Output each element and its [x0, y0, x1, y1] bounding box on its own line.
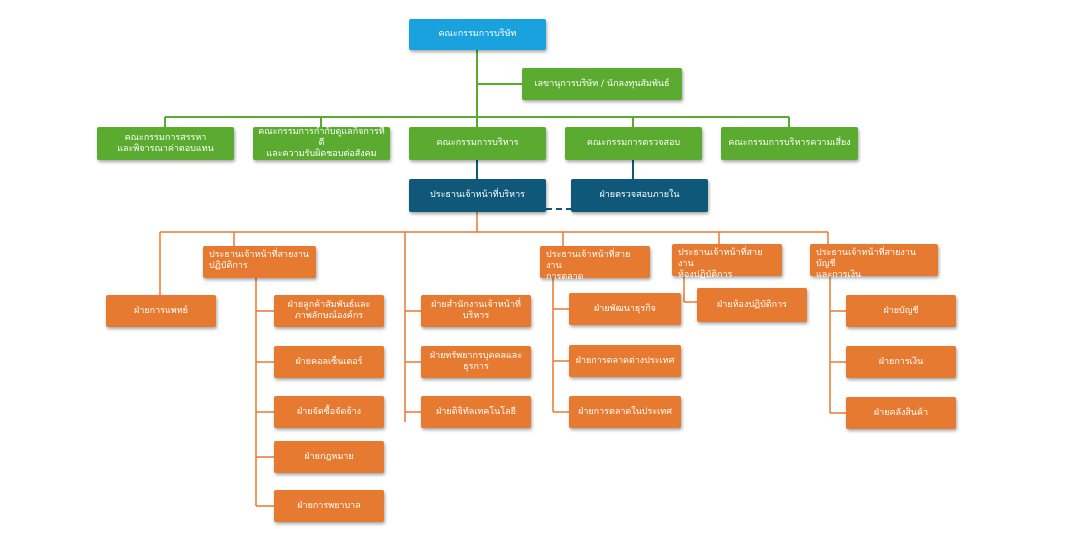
committee-label: คณะกรรมการกำกับดูแลกิจการที่ดี และความรั…	[258, 127, 385, 159]
finance-head-box: ประธานเจ้าหน้าที่สายงานบัญชี และการเงิน	[810, 244, 938, 280]
department-box: ฝ่ายการเงิน	[846, 346, 956, 378]
department-label: ฝ่ายสำนักงานเจ้าหน้าที่ บริหาร	[431, 300, 521, 321]
department-label: ฝ่ายคลังสินค้า	[873, 407, 929, 418]
board-box: คณะกรรมการบริษัท	[409, 19, 546, 50]
internal-audit-box: ฝ่ายตรวจสอบภายใน	[571, 179, 708, 212]
department-label: ฝ่ายการเงิน	[878, 356, 924, 367]
department-label: ฝ่ายลูกค้าสัมพันธ์และ ภาพลักษณ์องค์กร	[287, 300, 371, 321]
department-label: ฝ่ายห้องปฏิบัติการ	[717, 299, 787, 310]
committee-risk-box: คณะกรรมการบริหารความเสี่ยง	[721, 127, 858, 160]
medical-department-box: ฝ่ายการแพทย์	[106, 295, 216, 327]
ceo-label: ประธานเจ้าหน้าที่บริหาร	[430, 190, 525, 200]
department-label: ฝ่ายการพยาบาล	[297, 500, 361, 511]
department-box: ฝ่ายดิจิทัลเทคโนโลยี	[421, 396, 531, 428]
committee-label: คณะกรรมการบริหารความเสี่ยง	[728, 138, 851, 148]
laboratory-head-box: ประธานเจ้าหน้าที่สายงาน ห้องปฏิบัติการ	[672, 244, 782, 280]
department-box: ฝ่ายบัญชี	[846, 295, 956, 327]
division-head-label: ประธานเจ้าหน้าที่สายงานบัญชี และการเงิน	[816, 248, 916, 280]
committee-governance-box: คณะกรรมการกำกับดูแลกิจการที่ดี และความรั…	[253, 127, 390, 160]
committee-nomination-box: คณะกรรมการสรรหา และพิจารณาค่าตอบแทน	[97, 127, 234, 160]
department-label: ฝ่ายการแพทย์	[134, 305, 188, 316]
committee-audit-box: คณะกรรมการตรวจสอบ	[565, 127, 702, 160]
department-box: ฝ่ายการตลาดในประเทศ	[569, 396, 681, 428]
ceo-box: ประธานเจ้าหน้าที่บริหาร	[409, 179, 546, 212]
department-label: ฝ่ายกฎหมาย	[304, 451, 354, 462]
department-box: ฝ่ายทรัพยากรบุคคลและ ธุรการ	[421, 346, 531, 378]
secretary-box: เลขานุการบริษัท / นักลงทุนสัมพันธ์	[522, 68, 682, 100]
division-head-label: ประธานเจ้าหน้าที่สายงาน การตลาด	[546, 250, 631, 282]
committee-label: คณะกรรมการบริหาร	[436, 138, 519, 148]
marketing-head-box: ประธานเจ้าหน้าที่สายงาน การตลาด	[540, 246, 650, 282]
division-head-label: ประธานเจ้าหน้าที่สายงาน ปฏิบัติการ	[209, 250, 309, 271]
department-box: ฝ่ายลูกค้าสัมพันธ์และ ภาพลักษณ์องค์กร	[274, 295, 384, 327]
department-label: ฝ่ายดิจิทัลเทคโนโลยี	[436, 406, 516, 417]
department-label: ฝ่ายการตลาดในประเทศ	[578, 406, 672, 417]
department-box: ฝ่ายสำนักงานเจ้าหน้าที่ บริหาร	[421, 295, 531, 327]
department-box: ฝ่ายการตลาดต่างประเทศ	[569, 345, 681, 377]
department-box: ฝ่ายห้องปฏิบัติการ	[697, 288, 807, 322]
department-label: ฝ่ายคอลเซ็นเตอร์	[295, 356, 363, 367]
department-box: ฝ่ายกฎหมาย	[274, 441, 384, 473]
committee-executive-box: คณะกรรมการบริหาร	[409, 127, 546, 160]
board-label: คณะกรรมการบริษัท	[438, 29, 517, 39]
department-label: ฝ่ายบัญชี	[883, 305, 919, 316]
department-box: ฝ่ายการพยาบาล	[274, 490, 384, 522]
department-label: ฝ่ายการตลาดต่างประเทศ	[575, 355, 675, 366]
internal-audit-label: ฝ่ายตรวจสอบภายใน	[599, 190, 680, 200]
department-box: ฝ่ายคอลเซ็นเตอร์	[274, 346, 384, 378]
department-box: ฝ่ายพัฒนาธุรกิจ	[569, 293, 681, 325]
secretary-label: เลขานุการบริษัท / นักลงทุนสัมพันธ์	[534, 78, 670, 89]
committee-label: คณะกรรมการตรวจสอบ	[586, 138, 681, 148]
department-label: ฝ่ายพัฒนาธุรกิจ	[594, 303, 656, 314]
committee-label: คณะกรรมการสรรหา และพิจารณาค่าตอบแทน	[117, 132, 214, 154]
department-label: ฝ่ายจัดซื้อจัดจ้าง	[296, 406, 362, 417]
department-box: ฝ่ายจัดซื้อจัดจ้าง	[274, 396, 384, 428]
department-label: ฝ่ายทรัพยากรบุคคลและ ธุรการ	[429, 351, 523, 372]
department-box: ฝ่ายคลังสินค้า	[846, 397, 956, 429]
operations-head-box: ประธานเจ้าหน้าที่สายงาน ปฏิบัติการ	[203, 246, 316, 278]
division-head-label: ประธานเจ้าหน้าที่สายงาน ห้องปฏิบัติการ	[678, 248, 763, 280]
